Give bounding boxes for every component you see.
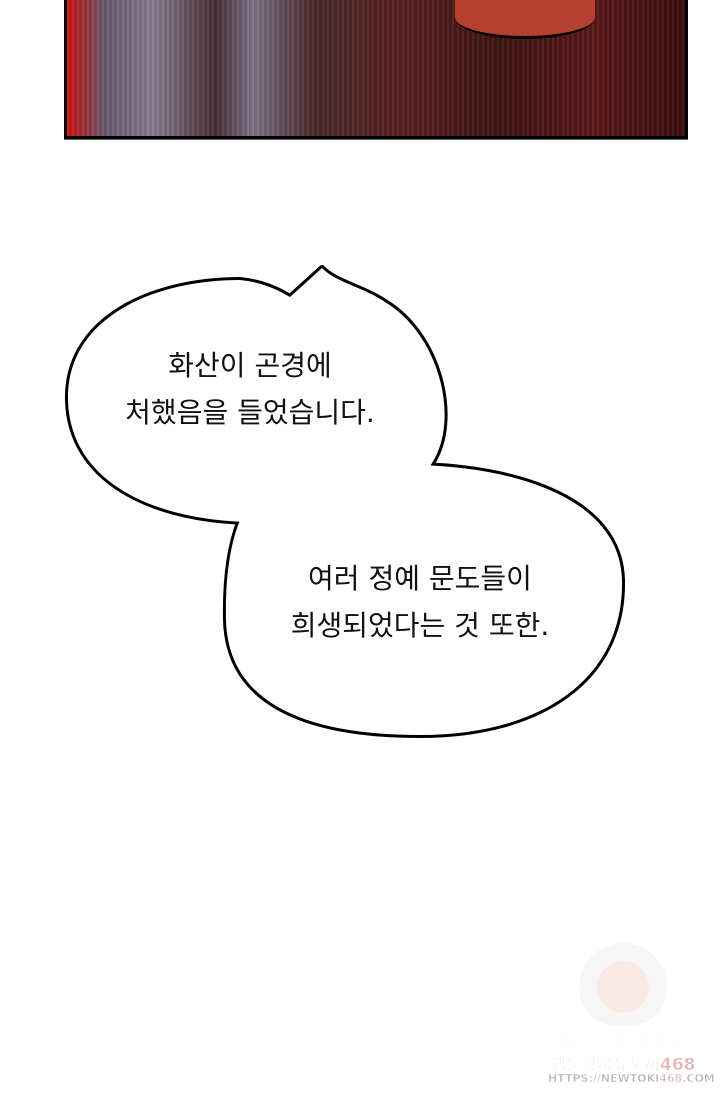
bubble2-line-2: 희생되었다는 것 또한. [290, 609, 550, 642]
watermark-line-2: 웹툰왕국뉴토끼468 [548, 1050, 698, 1076]
site-watermark: 가장 빠른 웹툰제공사이트 웹툰왕국뉴토끼468 HTTPS://NEWTOKI… [548, 920, 715, 1090]
watermark-url-number: 468 [659, 1072, 683, 1086]
watermark-line-1: 가장 빠른 웹툰제공사이트 [558, 1034, 688, 1049]
watermark-line-3: HTTPS://NEWTOKI468.COM [548, 1072, 715, 1086]
watermark-line-2-number: 468 [659, 1055, 696, 1076]
character-mouth [455, 0, 595, 39]
comic-panel-image [64, 0, 688, 139]
speech-bubble-1-text: 화산이 곤경에 처했음을 들었습니다. [80, 342, 420, 436]
watermark-mascot [578, 930, 668, 1025]
bubble2-line-1: 여러 정예 문도들이 [308, 562, 532, 595]
watermark-line-2-text: 웹툰왕국뉴토끼 [550, 1055, 660, 1076]
watermark-url-suffix: .COM [682, 1072, 715, 1086]
speech-bubble-2-text: 여러 정예 문도들이 희생되었다는 것 또한. [240, 555, 600, 649]
bubble1-line-1: 화산이 곤경에 [168, 349, 332, 382]
watermark-url: HTTPS://NEWTOKI [548, 1072, 660, 1086]
bubble1-line-2: 처했음을 들었습니다. [125, 396, 375, 429]
